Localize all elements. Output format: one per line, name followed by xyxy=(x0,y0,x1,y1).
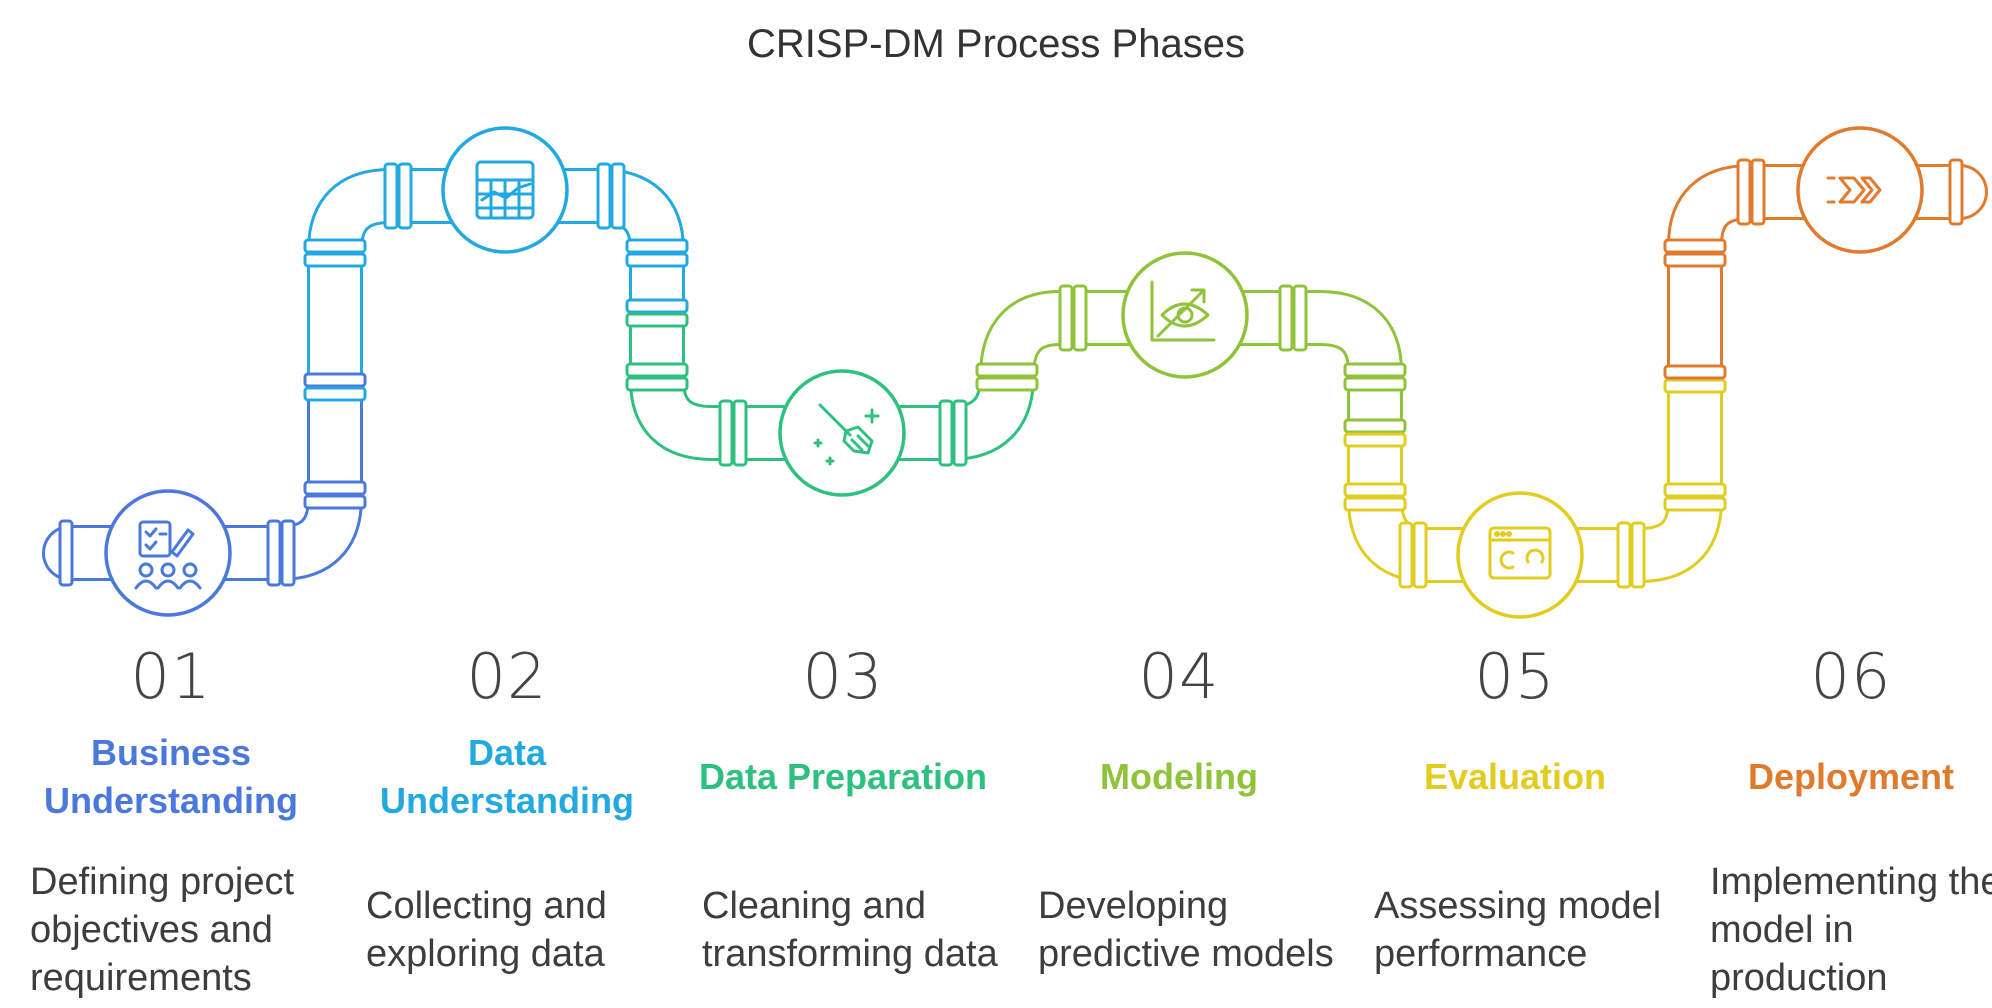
phase-03: 03 Data Preparation Cleaning and transfo… xyxy=(678,640,1008,1005)
requirements-team-icon xyxy=(134,520,202,590)
phase-03-icon-circle xyxy=(778,369,906,497)
phase-description: Defining project objectives and requirem… xyxy=(30,861,295,999)
phase-number: 05 xyxy=(1474,640,1556,713)
phase-number: 01 xyxy=(130,640,212,713)
phase-name: Business Understanding xyxy=(43,732,298,821)
phase-number: 02 xyxy=(466,640,548,713)
phase-06-icon-circle xyxy=(1796,126,1924,254)
phase-number: 04 xyxy=(1138,640,1220,713)
data-chart-icon xyxy=(475,160,535,220)
phase-01-icon-circle xyxy=(104,489,232,617)
phase-04: 04 Modeling Developing predictive models xyxy=(1014,640,1344,1005)
phase-description: Assessing model performance xyxy=(1374,885,1662,975)
phase-description: Cleaning and transforming data xyxy=(702,885,998,975)
phase-name: Evaluation xyxy=(1423,756,1607,797)
phase-04-icon-circle xyxy=(1121,251,1249,379)
forward-arrows-icon xyxy=(1826,176,1882,204)
phase-name: Data Understanding xyxy=(379,732,634,821)
eye-analysis-icon xyxy=(1150,280,1216,342)
phase-description: Developing predictive models xyxy=(1038,885,1334,975)
phase-name: Deployment xyxy=(1747,756,1955,797)
phase-name: Data Preparation xyxy=(698,756,988,797)
pipeline-diagram xyxy=(42,126,1988,619)
performance-window-icon xyxy=(1488,526,1552,580)
phase-description: Implementing the model in production xyxy=(1710,861,1992,999)
phase-05: 05 Evaluation Assessing model performanc… xyxy=(1350,640,1680,1005)
phase-01: 01 Business Understanding Defining proje… xyxy=(6,640,336,1005)
diagram-title: CRISP-DM Process Phases xyxy=(747,22,1245,66)
phase-name: Modeling xyxy=(1100,756,1258,797)
broom-cleaning-icon xyxy=(813,403,880,466)
phase-description: Collecting and exploring data xyxy=(366,885,607,975)
phase-06: 06 Deployment Implementing the model in … xyxy=(1686,640,1992,1005)
phase-02: 02 Data Understanding Collecting and exp… xyxy=(342,640,672,1005)
phase-number: 03 xyxy=(802,640,884,713)
phase-05-icon-circle xyxy=(1456,491,1584,619)
phase-number: 06 xyxy=(1810,640,1892,713)
